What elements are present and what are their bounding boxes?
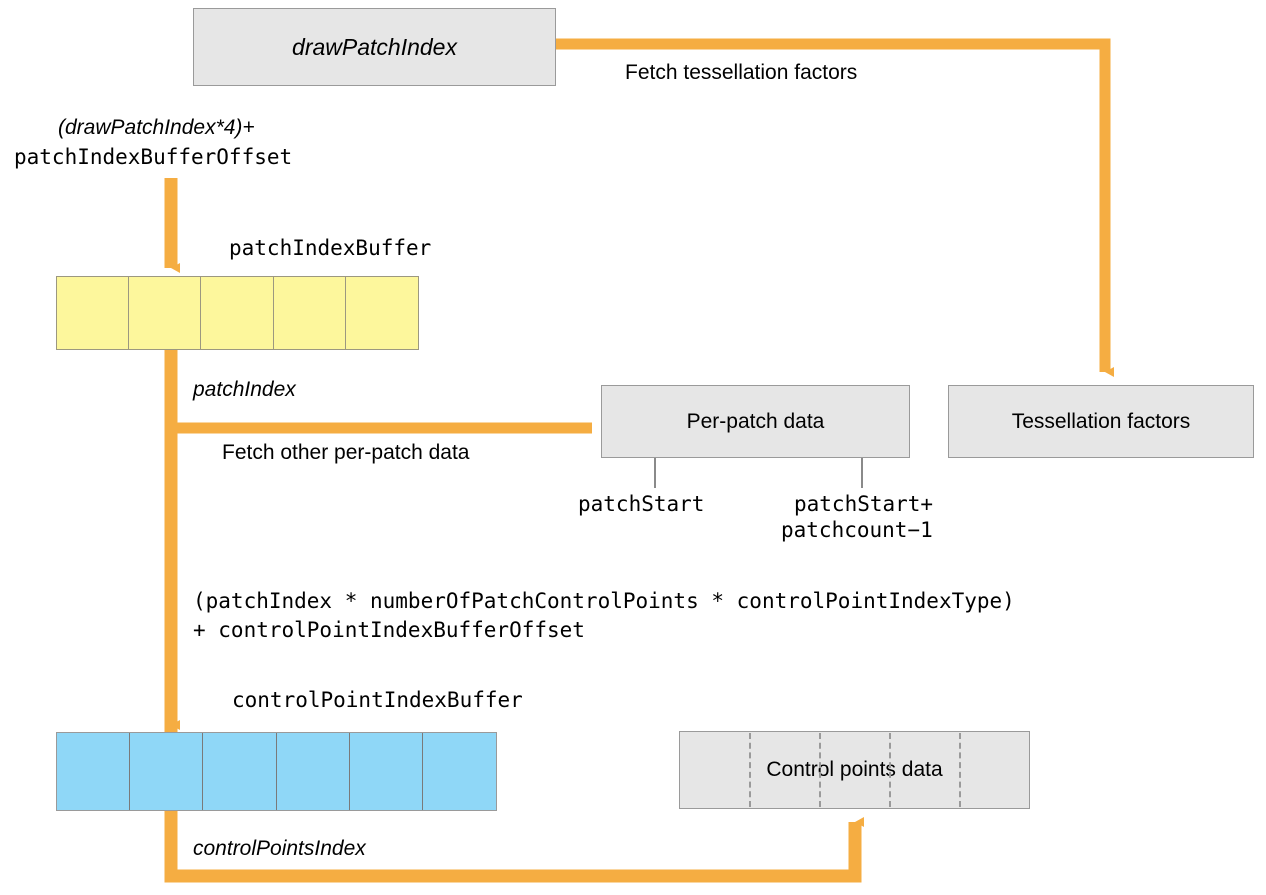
fetch-other-per-patch-data-label: Fetch other per-patch data [222, 441, 470, 464]
buffer-cell[interactable] [276, 733, 350, 810]
patch-index-buffer[interactable] [56, 276, 419, 350]
arrow-fetch-tessellation-factors [556, 38, 1114, 377]
patch-end-label-line1: patchStart+ [794, 492, 934, 516]
control-point-index-buffer-label: controlPointIndexBuffer [232, 688, 523, 712]
per-patch-data-box[interactable]: Per-patch data [601, 385, 910, 458]
control-points-divider [889, 733, 891, 807]
control-points-data-label: Control points data [766, 758, 943, 781]
buffer-cell[interactable] [57, 277, 130, 349]
patch-start-tick [654, 458, 656, 488]
control-points-divider [959, 733, 961, 807]
buffer-cell[interactable] [130, 733, 204, 810]
control-points-index-label: controlPointsIndex [193, 837, 366, 860]
control-point-offset-line2: + controlPointIndexBufferOffset [193, 618, 585, 642]
control-point-index-buffer[interactable] [56, 732, 497, 811]
draw-patch-index-label: drawPatchIndex [292, 33, 457, 60]
buffer-cell[interactable] [57, 733, 131, 810]
tessellation-factors-box[interactable]: Tessellation factors [948, 385, 1254, 458]
patch-index-offset-line2: patchIndexBufferOffset [14, 145, 293, 169]
control-points-divider [819, 733, 821, 807]
buffer-cell[interactable] [129, 277, 202, 349]
patch-index-buffer-label: patchIndexBuffer [229, 236, 432, 260]
patch-index-label: patchIndex [193, 378, 296, 401]
buffer-cell[interactable] [273, 277, 346, 349]
buffer-cell[interactable] [201, 277, 274, 349]
tessellation-factors-label: Tessellation factors [1011, 409, 1191, 433]
control-points-divider [749, 733, 751, 807]
control-point-offset-line1: (patchIndex * numberOfPatchControlPoints… [193, 589, 1015, 613]
buffer-cell[interactable] [349, 733, 423, 810]
draw-patch-index-box[interactable]: drawPatchIndex [193, 8, 556, 86]
patch-end-tick [861, 458, 863, 488]
fetch-tessellation-factors-label: Fetch tessellation factors [625, 61, 858, 84]
patch-start-label: patchStart [578, 492, 705, 516]
buffer-cell[interactable] [203, 733, 277, 810]
control-points-data-box[interactable]: Control points data [679, 731, 1030, 809]
patch-index-offset-line1: (drawPatchIndex*4)+ [58, 116, 255, 139]
per-patch-data-label: Per-patch data [686, 409, 825, 433]
patch-end-label-line2: patchcount−1 [781, 518, 933, 542]
buffer-cell[interactable] [422, 733, 497, 810]
buffer-cell[interactable] [345, 277, 419, 349]
